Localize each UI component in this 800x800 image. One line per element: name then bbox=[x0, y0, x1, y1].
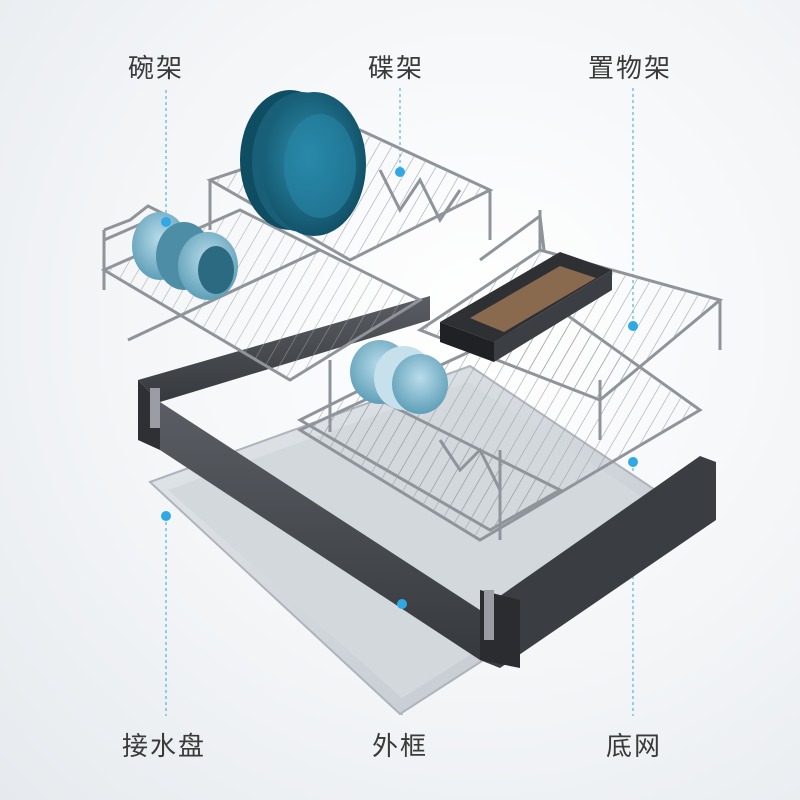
label-bowl-rack: 碗架 bbox=[128, 54, 185, 84]
label-plate-rack: 碟架 bbox=[368, 54, 425, 84]
label-outer-frame: 外框 bbox=[372, 732, 429, 762]
bowl-group-left bbox=[132, 212, 238, 300]
bowl-group-center bbox=[350, 340, 448, 414]
plate-stack bbox=[240, 90, 366, 236]
utensil-box bbox=[440, 252, 612, 362]
label-storage-rack: 置物架 bbox=[588, 54, 673, 84]
callout-dots bbox=[161, 167, 638, 609]
label-base-grid: 底网 bbox=[606, 732, 663, 762]
bowl-rack-center bbox=[296, 388, 564, 532]
label-drip-tray: 接水盘 bbox=[122, 732, 207, 762]
storage-rack bbox=[416, 210, 724, 402]
